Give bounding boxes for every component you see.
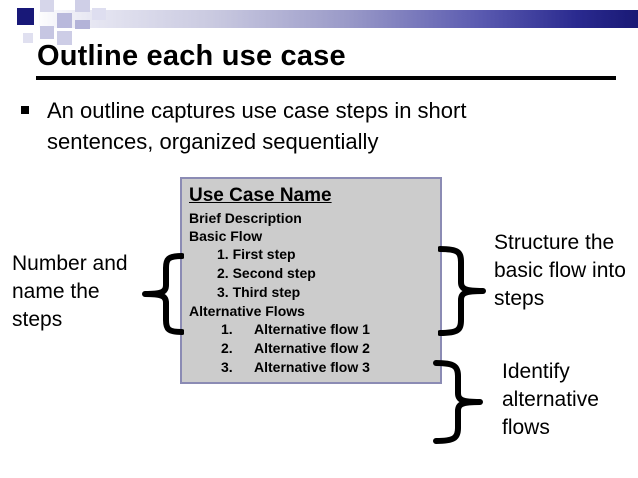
slide-header-decoration <box>0 0 638 45</box>
decor-square-i <box>23 33 33 43</box>
bullet-text: An outline captures use case steps in sh… <box>47 98 467 154</box>
decor-square-outline <box>11 2 39 31</box>
right-brace-top-icon <box>438 246 486 336</box>
alternative-flow-label: Alternative flow 3 <box>254 359 370 375</box>
decor-square-accent <box>17 8 34 25</box>
annotation-identify-alternative-flows: Identify alternative flows <box>502 360 599 439</box>
annotation-structure-basic-flow: Structure the basic flow into steps <box>494 231 626 310</box>
alternative-flow-number: 1. <box>221 321 233 337</box>
alternative-flow-item: 1. Alternative flow 1 <box>189 320 440 339</box>
alternative-flow-label: Alternative flow 2 <box>254 340 370 356</box>
decor-square-f <box>57 31 72 45</box>
decor-square-j <box>75 20 90 29</box>
alternative-flow-number: 2. <box>221 340 233 356</box>
use-case-name-heading: Use Case Name <box>189 185 332 206</box>
decor-square-g <box>75 0 90 12</box>
header-gradient-bar <box>33 10 638 28</box>
annotation-number-and-name-steps: Number and name the steps <box>12 252 128 331</box>
alternative-flow-number: 3. <box>221 359 233 375</box>
alternative-flow-item: 2. Alternative flow 2 <box>189 339 440 358</box>
use-case-outline-box: Use Case Name Brief Description Basic Fl… <box>180 177 442 384</box>
basic-flow-step: 3. Third step <box>217 284 301 300</box>
decor-square-c <box>40 0 54 12</box>
basic-flow-step: 2. Second step <box>217 265 316 281</box>
left-brace-icon <box>142 253 184 335</box>
right-brace-bottom-icon <box>433 360 483 444</box>
decor-square-e <box>57 13 72 28</box>
basic-flow-step: 1. First step <box>217 246 296 262</box>
alternative-flows-label: Alternative Flows <box>189 303 305 319</box>
decor-square-h <box>92 8 106 20</box>
basic-flow-label: Basic Flow <box>189 228 263 244</box>
brief-description-label: Brief Description <box>189 210 302 226</box>
page-title: Outline each use case <box>37 40 346 72</box>
decor-square-d <box>40 26 54 39</box>
alternative-flow-label: Alternative flow 1 <box>254 321 370 337</box>
square-bullet-icon <box>21 106 29 114</box>
alternative-flow-item: 3. Alternative flow 3 <box>189 358 440 377</box>
title-underline-rule <box>36 76 616 80</box>
